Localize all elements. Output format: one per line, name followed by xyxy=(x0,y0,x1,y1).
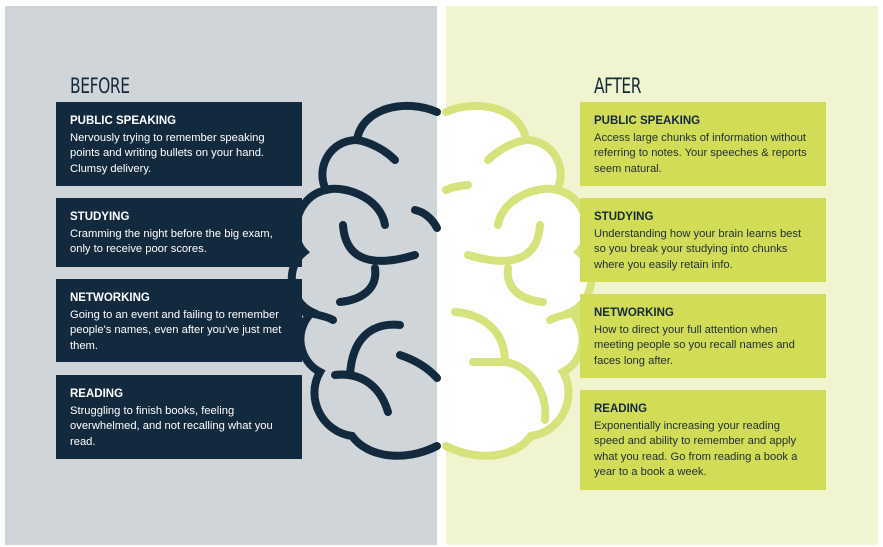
before-studying-card: STUDYING Cramming the night before the b… xyxy=(56,198,302,267)
before-networking-card: NETWORKING Going to an event and failing… xyxy=(56,279,302,362)
after-studying-card: STUDYING Understanding how your brain le… xyxy=(580,198,826,282)
card-title: NETWORKING xyxy=(70,292,150,304)
card-text: How to direct your full attention when m… xyxy=(594,323,795,367)
card-text: Cramming the night before the big exam, … xyxy=(70,227,273,256)
card-title: STUDYING xyxy=(70,211,130,223)
before-heading: BEFORE xyxy=(70,74,130,98)
card-text: Nervously trying to remember speaking po… xyxy=(70,131,265,175)
card-text: Access large chunks of information witho… xyxy=(594,131,807,175)
card-text: Understanding how your brain learns best… xyxy=(594,227,802,271)
card-text: Going to an event and failing to remembe… xyxy=(70,308,282,352)
card-title: READING xyxy=(70,388,124,400)
before-reading-card: READING Struggling to finish books, feel… xyxy=(56,375,302,459)
after-public-speaking-card: PUBLIC SPEAKING Access large chunks of i… xyxy=(580,102,826,186)
card-title: STUDYING xyxy=(594,211,654,223)
card-title: NETWORKING xyxy=(594,307,674,319)
after-heading: AFTER xyxy=(594,74,642,98)
card-text: Struggling to finish books, feeling over… xyxy=(70,404,273,448)
brain-right-half xyxy=(442,101,596,460)
after-reading-card: READING Exponentially increasing your re… xyxy=(580,390,826,490)
card-text: Exponentially increasing your reading sp… xyxy=(594,419,798,479)
card-title: PUBLIC SPEAKING xyxy=(70,115,177,127)
before-public-speaking-card: PUBLIC SPEAKING Nervously trying to reme… xyxy=(56,102,302,186)
card-title: PUBLIC SPEAKING xyxy=(594,115,701,127)
brain-left-half xyxy=(287,101,441,460)
after-networking-card: NETWORKING How to direct your full atten… xyxy=(580,294,826,378)
card-title: READING xyxy=(594,403,648,415)
